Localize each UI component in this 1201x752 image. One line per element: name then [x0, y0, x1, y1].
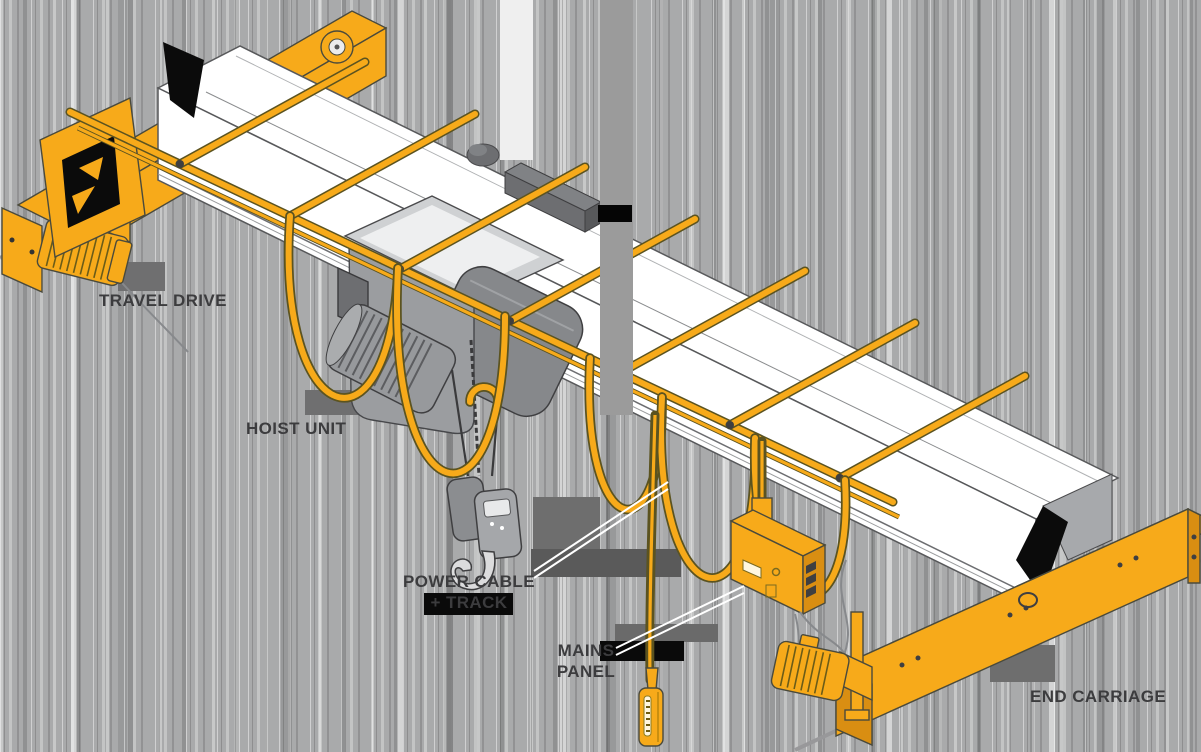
- right-travel-motor: [770, 634, 873, 702]
- arrow-up-icon: [79, 157, 103, 180]
- label-hoist-unit: HOIST UNIT: [246, 419, 347, 438]
- label-mains-panel-line2: PANEL: [556, 662, 616, 681]
- girder-end-shadow: [1016, 506, 1068, 597]
- hook-icon: [450, 550, 496, 591]
- label-mains-panel-line1: MAINS: [557, 641, 615, 660]
- background-artifact: [424, 593, 513, 615]
- arrow-down-icon: [72, 186, 95, 214]
- label-power-cable-line1: POWER CABLE: [403, 572, 535, 591]
- leader-lines: [533, 481, 745, 656]
- bridge-girder: [156, 42, 1120, 612]
- label-end-carriage: END CARRIAGE: [1030, 687, 1167, 706]
- label-travel-drive: TRAVEL DRIVE: [99, 291, 227, 310]
- background-artifact: [615, 624, 718, 642]
- label-power-cable-track: POWER CABLE + TRACK: [393, 571, 545, 613]
- label-power-cable-line2: + TRACK: [430, 593, 508, 612]
- girder-left-shadow: [163, 42, 204, 118]
- label-mains-panel: MAINS PANEL: [545, 640, 627, 682]
- background-artifact: [500, 0, 533, 160]
- pendant-control: [638, 410, 664, 747]
- mains-panel: [729, 436, 849, 691]
- background-artifact: [598, 205, 632, 222]
